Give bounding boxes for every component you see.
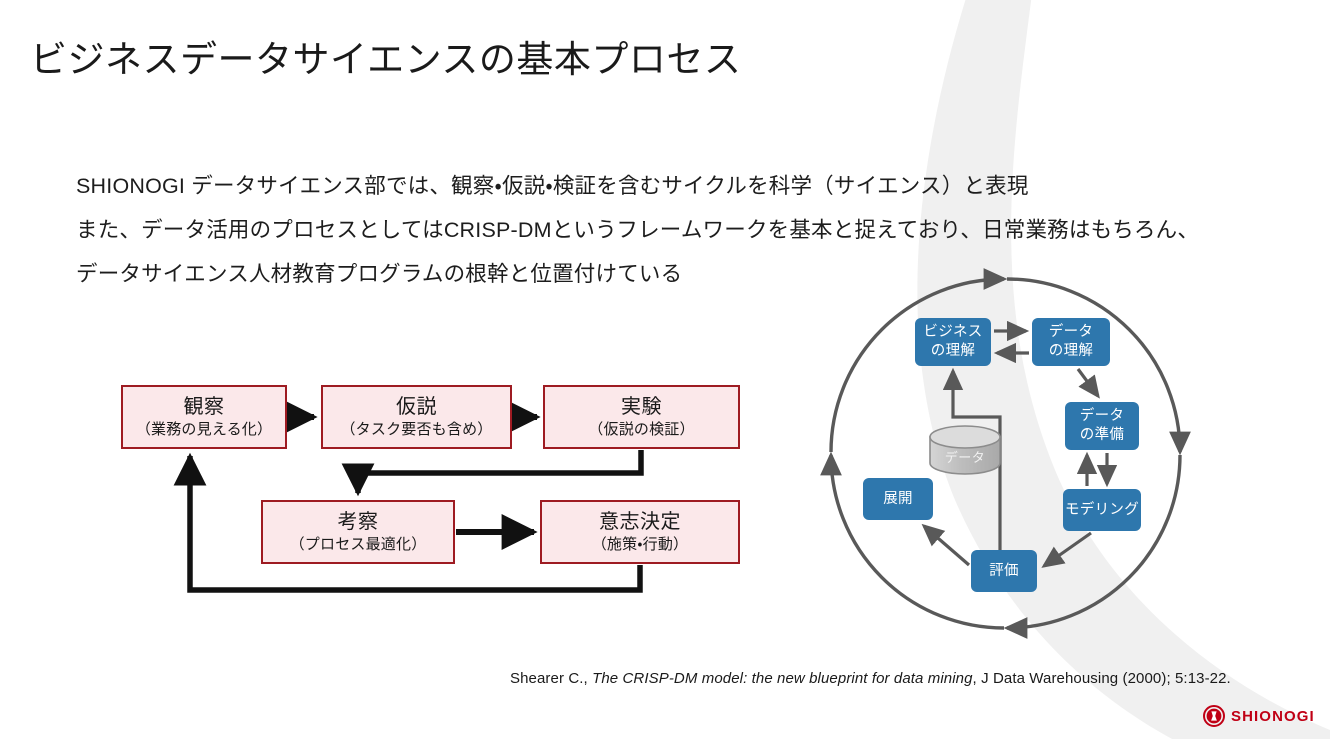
crisp-dm-diagram: データ ビジネス の理解 データ の理解 データ の準備 モデリング 評価 展開 bbox=[810, 265, 1210, 645]
crisp-node-line1: 評価 bbox=[989, 562, 1019, 579]
shionogi-logo-text: SHIONOGI bbox=[1231, 707, 1315, 725]
arrow-jikken-kosatsu bbox=[341, 450, 644, 497]
flow-box-title: 仮説 bbox=[396, 395, 437, 418]
flow-box-subtitle: （施策・行動） bbox=[591, 535, 689, 553]
flow-box-subtitle: （業務の見える化） bbox=[135, 420, 273, 438]
crisp-node-data-preparation[interactable]: データ の準備 bbox=[1065, 402, 1139, 450]
crisp-node-data-understanding[interactable]: データ の理解 bbox=[1032, 318, 1110, 366]
arrow-data-to-preparation bbox=[1076, 368, 1100, 399]
crisp-node-line2: の準備 bbox=[1079, 427, 1125, 443]
arrow-ishi-kansatsu bbox=[173, 452, 643, 593]
body-line-3: データサイエンス人材教育プログラムの根幹と位置付けている bbox=[76, 262, 683, 286]
flow-box-subtitle: （プロセス最適化） bbox=[289, 535, 427, 553]
crisp-node-line1: モデリング bbox=[1065, 501, 1139, 518]
crisp-node-deployment[interactable]: 展開 bbox=[863, 478, 933, 520]
crisp-node-line2: の理解 bbox=[930, 343, 976, 359]
shionogi-mark-icon bbox=[1203, 705, 1225, 727]
flow-box-title: 観察 bbox=[183, 395, 225, 418]
crisp-node-line1: データ bbox=[1048, 324, 1094, 340]
flow-box-title: 考察 bbox=[337, 510, 379, 533]
crisp-node-line1: データ bbox=[1079, 408, 1125, 424]
flow-box-title: 意志決定 bbox=[599, 510, 681, 533]
crisp-node-evaluation[interactable]: 評価 bbox=[971, 550, 1037, 592]
flow-box-jikken[interactable]: 実験 （仮説の検証） bbox=[543, 385, 740, 449]
body-line-1: SHIONOGI データサイエンス部では、観察・仮説・検証を含むサイクルを科学（… bbox=[76, 174, 1029, 198]
science-cycle-diagram: 観察 （業務の見える化） 仮説 （タスク要否も含め） 実験 （仮説の検証） 考察… bbox=[0, 0, 780, 620]
shionogi-logo: SHIONOGI bbox=[1203, 705, 1315, 727]
datastore: データ bbox=[930, 425, 1000, 477]
crisp-node-line1: ビジネス bbox=[923, 324, 983, 340]
flow-box-subtitle: （タスク要否も含め） bbox=[340, 420, 493, 438]
flow-box-kasetsu[interactable]: 仮説 （タスク要否も含め） bbox=[321, 385, 512, 449]
flow-arrows bbox=[173, 399, 644, 593]
page-title: ビジネスデータサイエンスの基本プロセス bbox=[30, 39, 742, 80]
citation-journal: , J Data Warehousing (2000); 5:13-22. bbox=[972, 670, 1231, 687]
arrow-evaluation-to-deployment bbox=[921, 523, 971, 567]
citation-author: Shearer C., bbox=[510, 670, 593, 687]
crisp-node-line2: の理解 bbox=[1048, 343, 1094, 359]
datastore-label: データ bbox=[944, 450, 986, 465]
crisp-node-business-understanding[interactable]: ビジネス の理解 bbox=[915, 318, 991, 366]
crisp-node-modeling[interactable]: モデリング bbox=[1063, 489, 1141, 531]
arrow-modeling-to-evaluation bbox=[1041, 531, 1092, 568]
flow-box-ishi-kettei[interactable]: 意志決定 （施策・行動） bbox=[540, 500, 740, 564]
citation: Shearer C., The CRISP-DM model: the new … bbox=[510, 670, 1231, 687]
crisp-node-line1: 展開 bbox=[883, 490, 913, 507]
flow-box-kansatsu[interactable]: 観察 （業務の見える化） bbox=[121, 385, 287, 449]
flow-box-subtitle: （仮説の検証） bbox=[588, 420, 695, 438]
citation-article-title: The CRISP-DM model: the new blueprint fo… bbox=[592, 670, 973, 687]
flow-box-kosatsu[interactable]: 考察 （プロセス最適化） bbox=[261, 500, 455, 564]
flow-box-title: 実験 bbox=[621, 395, 662, 418]
